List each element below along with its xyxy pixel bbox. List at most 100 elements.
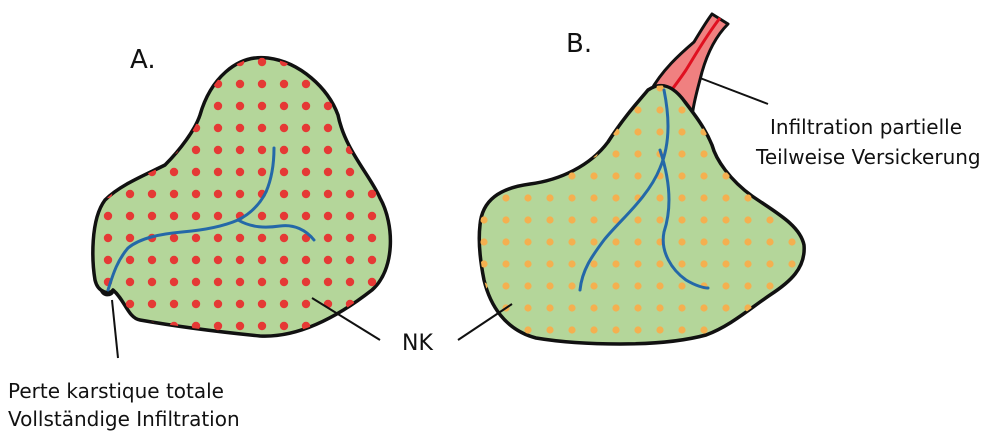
dot-b — [678, 238, 685, 245]
dot-b — [634, 326, 641, 333]
dot-b — [568, 282, 575, 289]
dot-a — [170, 102, 178, 110]
dot-a — [236, 300, 244, 308]
dot-a — [368, 80, 376, 88]
catchment-b — [479, 84, 804, 344]
label-perte-2: Vollständige Infiltration — [8, 407, 240, 431]
dot-b — [656, 260, 663, 267]
dot-a — [236, 190, 244, 198]
dot-b — [722, 128, 729, 135]
dot-a — [302, 190, 310, 198]
dot-b — [502, 238, 509, 245]
dot-a — [302, 212, 310, 220]
dot-b — [590, 282, 597, 289]
dot-a — [302, 102, 310, 110]
dot-b — [700, 238, 707, 245]
dot-a — [170, 58, 178, 66]
dot-b — [524, 216, 531, 223]
dot-a — [368, 300, 376, 308]
dot-b — [524, 260, 531, 267]
dot-b — [480, 106, 487, 113]
dot-a — [324, 190, 332, 198]
dot-b — [722, 238, 729, 245]
dot-b — [612, 282, 619, 289]
dot-b — [656, 194, 663, 201]
dot-b — [480, 84, 487, 91]
leader-infiltration — [700, 78, 768, 104]
dot-b — [722, 106, 729, 113]
dot-b — [700, 216, 707, 223]
dot-b — [678, 150, 685, 157]
dot-b — [590, 304, 597, 311]
dot-a — [368, 124, 376, 132]
dot-b — [502, 128, 509, 135]
dot-a — [280, 212, 288, 220]
dot-a — [324, 58, 332, 66]
dot-b — [590, 216, 597, 223]
dot-b — [546, 150, 553, 157]
dot-b — [612, 150, 619, 157]
dot-b — [590, 128, 597, 135]
dot-b — [524, 326, 531, 333]
dot-a — [104, 256, 112, 264]
dot-a — [104, 58, 112, 66]
dot-a — [214, 322, 222, 330]
dot-a — [126, 190, 134, 198]
dot-b — [744, 260, 751, 267]
dot-b — [722, 194, 729, 201]
dot-a — [170, 256, 178, 264]
label-perte-1: Perte karstique totale — [8, 379, 224, 403]
label-nk: NK — [402, 331, 433, 356]
dot-a — [170, 278, 178, 286]
dot-b — [590, 172, 597, 179]
dot-b — [524, 128, 531, 135]
dot-a — [258, 80, 266, 88]
dot-b — [766, 106, 773, 113]
dot-a — [368, 146, 376, 154]
dot-b — [700, 194, 707, 201]
dot-b — [788, 106, 795, 113]
dot-a — [302, 146, 310, 154]
dot-b — [524, 172, 531, 179]
dot-b — [568, 150, 575, 157]
dot-b — [766, 172, 773, 179]
dot-b — [480, 238, 487, 245]
dot-b — [546, 84, 553, 91]
dot-b — [678, 304, 685, 311]
dot-b — [766, 326, 773, 333]
dot-a — [280, 190, 288, 198]
dot-b — [568, 216, 575, 223]
dot-b — [502, 260, 509, 267]
dot-a — [104, 102, 112, 110]
dot-b — [744, 216, 751, 223]
dot-a — [214, 124, 222, 132]
dot-a — [280, 124, 288, 132]
dot-b — [788, 194, 795, 201]
dot-a — [280, 146, 288, 154]
dot-b — [524, 106, 531, 113]
dot-a — [258, 322, 266, 330]
dot-b — [788, 282, 795, 289]
dot-b — [590, 84, 597, 91]
dot-a — [192, 168, 200, 176]
dot-a — [368, 322, 376, 330]
dot-b — [480, 172, 487, 179]
dot-b — [524, 150, 531, 157]
dot-a — [236, 80, 244, 88]
dot-a — [346, 234, 354, 242]
dot-a — [126, 322, 134, 330]
dot-a — [214, 234, 222, 242]
dot-a — [258, 146, 266, 154]
dot-a — [280, 234, 288, 242]
dot-b — [722, 150, 729, 157]
dot-a — [126, 256, 134, 264]
dot-a — [170, 300, 178, 308]
dot-a — [280, 80, 288, 88]
dot-b — [612, 326, 619, 333]
dot-a — [280, 278, 288, 286]
dot-a — [192, 300, 200, 308]
dot-b — [546, 260, 553, 267]
dot-a — [280, 256, 288, 264]
dot-b — [634, 238, 641, 245]
leader-perte — [112, 300, 118, 358]
